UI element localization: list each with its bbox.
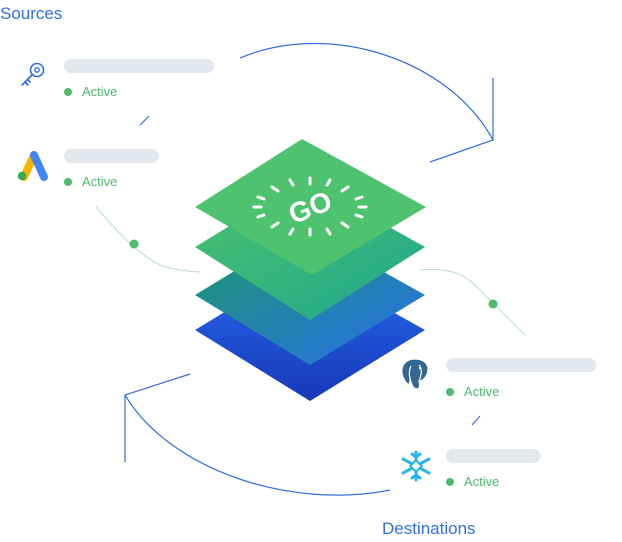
source-divider-tick	[139, 115, 150, 126]
bottom-flow-arrow	[124, 394, 391, 496]
source-1-status-text: Active	[82, 84, 118, 99]
destination-2-status-text: Active	[464, 474, 500, 489]
top-flow-arrow	[239, 42, 494, 141]
destination-2-name-placeholder	[446, 449, 541, 463]
destination-2-status: Active	[446, 474, 499, 489]
sun-rays	[252, 176, 368, 237]
destination-1-name-placeholder	[446, 358, 596, 372]
snowflake-icon	[398, 449, 434, 483]
destination-connector	[419, 268, 526, 336]
status-dot	[64, 177, 72, 186]
source-connector-dot	[129, 239, 139, 249]
sources-heading: Sources	[0, 4, 63, 23]
source-2-status-text: Active	[82, 174, 118, 189]
key-icon	[18, 60, 48, 90]
destination-connector-dot	[488, 299, 498, 309]
top-arrowhead	[429, 78, 494, 163]
layer-top	[195, 139, 426, 275]
status-dot	[64, 87, 72, 96]
destination-1-status-text: Active	[464, 384, 500, 399]
source-2-name-placeholder	[64, 149, 159, 163]
status-dot	[446, 477, 454, 486]
source-1-name-placeholder	[64, 59, 214, 73]
source-1-status: Active	[64, 84, 117, 99]
destination-divider-tick	[471, 415, 481, 426]
source-connector	[95, 206, 201, 273]
postgresql-icon	[398, 356, 432, 392]
destinations-heading: Destinations	[382, 519, 476, 538]
destination-1-status: Active	[446, 384, 499, 399]
layer-stack-logo: GO	[195, 139, 426, 401]
status-dot	[446, 387, 454, 396]
source-2-status: Active	[64, 174, 117, 189]
google-ads-icon	[14, 149, 48, 181]
bottom-arrowhead	[124, 373, 191, 462]
